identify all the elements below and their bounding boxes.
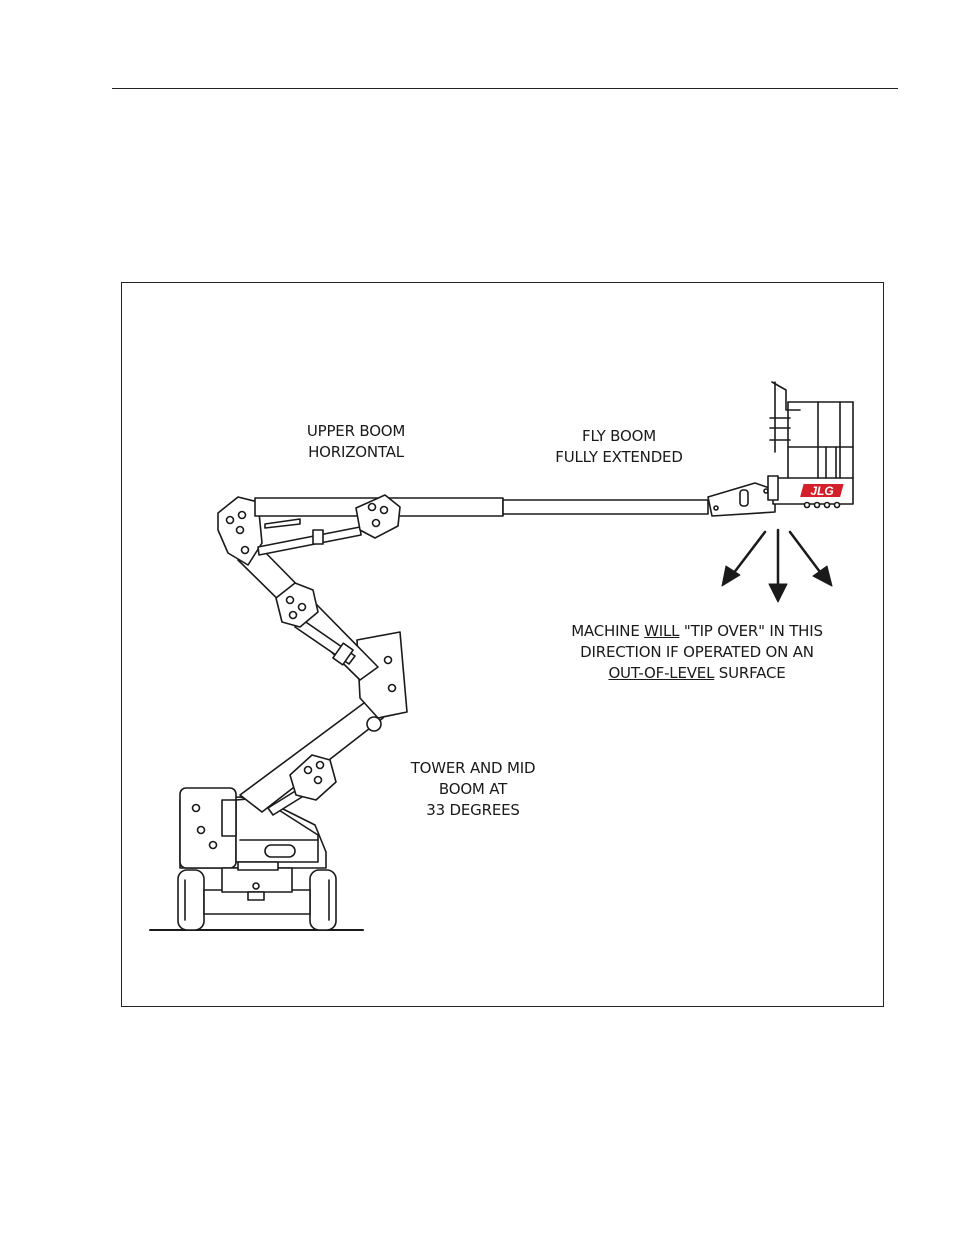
arrow-left — [731, 530, 767, 576]
header-rule — [112, 88, 898, 89]
fly-boom-label: FLY BOOM FULLY EXTENDED — [555, 427, 683, 466]
svg-text:JLG: JLG — [810, 484, 833, 498]
wheels — [177, 869, 337, 931]
upper-boom — [254, 494, 504, 556]
tower-boom — [239, 699, 384, 816]
fly-boom — [502, 482, 776, 517]
arrow-right — [788, 530, 822, 574]
upper-boom-label: UPPER BOOM HORIZONTAL — [306, 422, 406, 461]
tip-over-arrows — [721, 528, 833, 603]
tower-mid-boom-label: TOWER AND MID BOOM AT 33 DEGREES — [410, 759, 536, 819]
figure-frame — [121, 282, 884, 1007]
tip-over-warning: MACHINE WILL "TIP OVER" IN THIS DIRECTIO… — [571, 622, 823, 682]
jlg-logo: JLG — [800, 484, 844, 498]
knuckle — [356, 631, 408, 732]
mid-boom — [237, 544, 379, 681]
chassis — [179, 787, 327, 901]
upper-boom-base — [217, 496, 263, 566]
